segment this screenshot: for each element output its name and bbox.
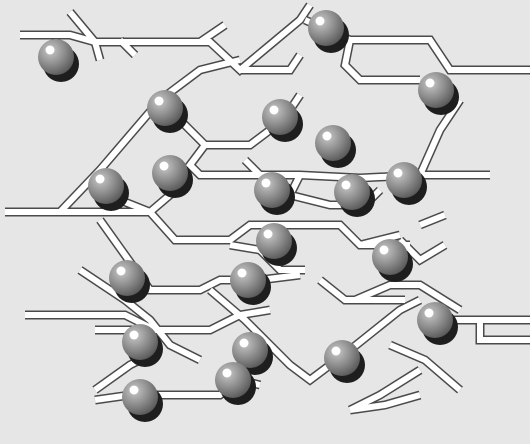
sphere xyxy=(109,260,150,303)
sphere-body xyxy=(386,162,422,198)
sphere-highlight xyxy=(159,161,169,171)
sphere-highlight xyxy=(129,330,139,340)
channel xyxy=(242,157,263,178)
sphere xyxy=(88,168,129,211)
sphere xyxy=(230,262,271,305)
channel xyxy=(20,3,313,74)
sphere-body xyxy=(372,239,408,275)
sphere-body xyxy=(38,39,74,75)
sphere-body xyxy=(122,379,158,415)
sphere-highlight xyxy=(379,245,389,255)
sphere xyxy=(315,125,356,168)
sphere-highlight xyxy=(269,105,279,115)
sphere-group xyxy=(38,10,459,422)
sphere-highlight xyxy=(222,368,232,378)
channel xyxy=(341,39,420,83)
sphere xyxy=(386,162,427,205)
channel xyxy=(240,53,303,73)
channel xyxy=(388,342,462,393)
channel xyxy=(78,267,202,363)
sphere-body xyxy=(262,99,298,135)
sphere xyxy=(372,239,413,282)
sphere xyxy=(308,10,349,53)
sphere-highlight xyxy=(341,180,351,190)
sphere xyxy=(256,223,297,266)
sphere xyxy=(215,362,256,405)
sphere-highlight xyxy=(331,346,341,356)
channel xyxy=(353,282,462,313)
sphere xyxy=(122,324,163,367)
sphere-highlight xyxy=(393,168,403,178)
sphere xyxy=(334,174,375,217)
sphere xyxy=(232,332,273,375)
channel xyxy=(349,392,421,413)
channel xyxy=(5,57,241,215)
sphere-body xyxy=(88,168,124,204)
channel xyxy=(397,237,447,264)
sphere xyxy=(147,90,188,133)
sphere-body xyxy=(256,223,292,259)
sphere-highlight xyxy=(263,229,273,239)
sphere-body xyxy=(215,362,251,398)
sphere-body xyxy=(324,340,360,376)
sphere-highlight xyxy=(154,96,164,106)
sphere xyxy=(418,72,459,115)
sphere-highlight xyxy=(237,268,247,278)
channel xyxy=(117,37,138,58)
channel xyxy=(67,10,98,44)
sphere-body xyxy=(315,125,351,161)
sphere xyxy=(417,302,458,345)
channel xyxy=(60,209,410,248)
channel xyxy=(477,320,530,343)
sphere-highlight xyxy=(239,338,249,348)
channel xyxy=(348,367,422,413)
sphere-highlight xyxy=(116,266,126,276)
sphere xyxy=(262,99,303,142)
sphere-body xyxy=(230,262,266,298)
sphere-highlight xyxy=(322,131,332,141)
sphere-highlight xyxy=(425,78,435,88)
sphere-body xyxy=(109,260,145,296)
sphere-highlight xyxy=(424,308,434,318)
channel xyxy=(92,41,103,61)
sphere-body xyxy=(418,72,454,108)
sphere xyxy=(38,39,79,82)
sphere-highlight xyxy=(129,385,139,395)
sphere-body xyxy=(122,324,158,360)
sphere xyxy=(324,340,365,383)
sphere-body xyxy=(308,10,344,46)
channel xyxy=(198,22,227,45)
sphere-body xyxy=(254,172,290,208)
sphere-highlight xyxy=(315,16,325,26)
channel xyxy=(208,287,422,384)
sphere xyxy=(122,379,163,422)
sphere-body xyxy=(147,90,183,126)
sphere-highlight xyxy=(95,174,105,184)
sphere-highlight xyxy=(261,178,271,188)
sphere xyxy=(254,172,295,215)
sphere-body xyxy=(417,302,453,338)
sphere-body xyxy=(152,155,188,191)
channel xyxy=(418,212,447,228)
sphere-highlight xyxy=(45,45,55,55)
sphere xyxy=(152,155,193,198)
channel xyxy=(359,232,401,248)
sphere-body xyxy=(334,174,370,210)
